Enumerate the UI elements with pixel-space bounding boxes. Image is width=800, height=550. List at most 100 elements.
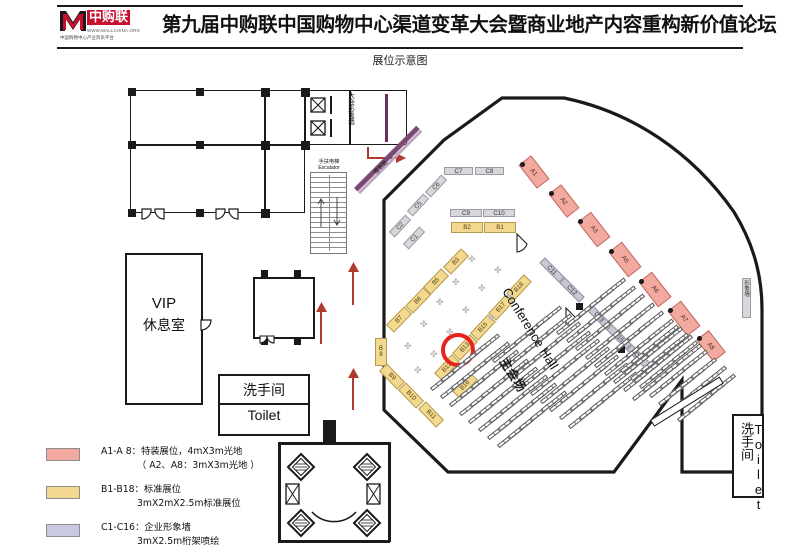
round-table: ✤: [452, 277, 460, 287]
legend-swatch-c: [46, 524, 80, 537]
booth-B8-label: B8: [378, 346, 384, 358]
toilet-right-label-en: Toilet: [751, 422, 766, 512]
highlight-ring-B13: [441, 333, 475, 367]
escalator-label-cn: 手扶电梯: [318, 159, 340, 165]
right-image-wall-strip: [742, 278, 751, 318]
booth-B1[interactable]: B1: [484, 222, 516, 233]
column: [301, 141, 310, 150]
node-dot: [578, 219, 583, 224]
round-table: ✤: [414, 365, 422, 375]
direction-arrow-head: [348, 368, 359, 378]
booth-C8[interactable]: C8: [475, 167, 504, 175]
legend-b-line1: B1-B18：标准展位: [101, 484, 182, 495]
elevator-icon: [352, 452, 382, 482]
column: [261, 209, 270, 218]
column: [128, 209, 136, 217]
room-upper-left-b: [130, 145, 265, 213]
lobby-wall: [278, 442, 338, 445]
column: [261, 141, 270, 150]
header-rule-top: [57, 5, 743, 7]
round-table: ✤: [488, 313, 496, 323]
booth-C10[interactable]: C10: [483, 209, 515, 217]
page-title: 第九届中购联中国购物中心渠道变革大会暨商业地产内容重构新价值论坛: [162, 13, 777, 36]
booth-C7[interactable]: C7: [444, 167, 473, 175]
direction-arrow-stem: [367, 147, 369, 159]
legend-a-line1: A1-A 8：特装展位，4mX3m光地: [101, 446, 243, 457]
legend-text-a: A1-A 8：特装展位，4mX3m光地 （ A2、A8：3mX3m光地 ）: [101, 445, 260, 472]
node-dot: [520, 162, 525, 167]
lobby-wall: [278, 442, 281, 542]
door-arc: [259, 335, 275, 344]
toilet-left-label-cn: 洗手间: [243, 383, 285, 399]
direction-arrow-stem: [320, 310, 322, 344]
node-dot: [697, 336, 702, 341]
round-table: ✤: [436, 297, 444, 307]
booth-B2[interactable]: B2: [451, 222, 483, 233]
door-arc: [516, 232, 528, 253]
legend-item-b: B1-B18：标准展位 3mX2mX2.5m标准展位: [46, 484, 346, 512]
booth-C9[interactable]: C9: [450, 209, 482, 217]
column: [196, 141, 204, 149]
room-upper-right: [350, 90, 407, 145]
round-table: ✤: [478, 283, 486, 293]
lobby-wall: [278, 540, 390, 543]
escalator: [310, 172, 347, 254]
page-subtitle: 展位示意图: [372, 54, 428, 67]
door-arc: [141, 208, 165, 220]
lobby-wall: [330, 442, 390, 445]
elevator-icon: [286, 508, 316, 538]
mallchina-logo: 中购联 WWW.MALLCHINA.ORG 中国购物中心产业资讯平台: [60, 10, 158, 42]
legend-c-line1: C1-C16：企业形象墙: [101, 522, 191, 533]
round-table: ✤: [462, 305, 470, 315]
elevator-icon: [310, 97, 326, 113]
logo-tagline-text: 中国购物中心产业资讯平台: [60, 36, 114, 41]
stair-icon: [366, 483, 381, 505]
direction-arrow-head: [348, 262, 359, 272]
toilet-left-label-en: Toilet: [247, 407, 281, 423]
column: [261, 88, 270, 97]
toilet-left-room: [218, 374, 310, 436]
lobby-wall: [388, 442, 391, 542]
column: [128, 141, 136, 149]
round-table: ✤: [446, 327, 454, 337]
door-arc: [200, 319, 212, 331]
room-center: [253, 277, 315, 339]
booth-B8[interactable]: B8: [375, 338, 387, 366]
logo-url-text: WWW.MALLCHINA.ORG: [87, 28, 141, 33]
elevator-icon: [352, 508, 382, 538]
legend-b-line2: 3mX2mX2.5m标准展位: [137, 497, 241, 509]
column: [618, 346, 625, 353]
elevator-door-jamb: [330, 96, 332, 114]
logo-m-icon: [60, 11, 86, 31]
round-table: ✤: [430, 349, 438, 359]
round-table: ✤: [494, 265, 502, 275]
round-table: ✤: [504, 291, 512, 301]
column: [196, 88, 204, 96]
floor-plan: 大会形象墙 手扶电梯 Escalator VIP 休息室 洗手间 Toilet: [0, 70, 800, 549]
legend-a-line2: （ A2、A8：3mX3m光地 ）: [137, 459, 260, 471]
elevator-door-jamb: [330, 119, 332, 137]
node-dot: [639, 279, 644, 284]
logo-brand-text: 中购联: [87, 10, 131, 25]
toilet-right-room: [732, 414, 764, 498]
image-wall-label: 大会形象墙: [346, 92, 355, 125]
header-rule-bottom: [57, 47, 743, 49]
round-table: ✤: [404, 341, 412, 351]
toilet-divider: [220, 403, 308, 405]
column: [576, 303, 583, 310]
round-table: ✤: [420, 319, 428, 329]
room-upper-left-a: [130, 90, 265, 145]
column: [294, 270, 301, 277]
escalator-label-en: Escalator: [318, 165, 340, 171]
room-upper-mid-a: [265, 90, 305, 145]
door-arc: [215, 208, 239, 220]
node-dot: [549, 191, 554, 196]
elevator-icon: [310, 120, 326, 136]
toilet-right-label-cn: 洗手间: [738, 422, 753, 461]
column: [128, 88, 136, 96]
elevator-icon: [286, 452, 316, 482]
vip-room-label-cn: 休息室: [143, 318, 185, 334]
column: [301, 88, 310, 97]
legend-swatch-a: [46, 448, 80, 461]
lobby-column: [323, 420, 336, 442]
